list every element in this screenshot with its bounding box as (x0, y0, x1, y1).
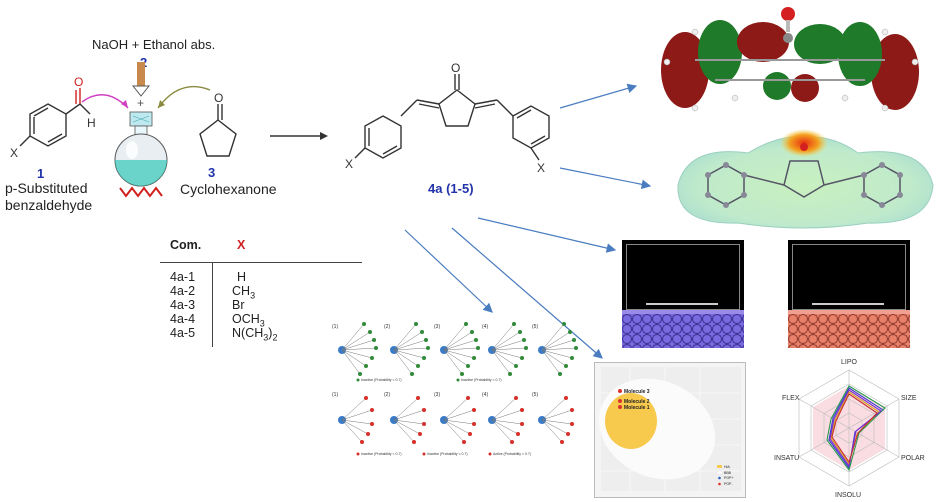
table-row: 4a-3 (170, 298, 196, 312)
reactant1-label-line2: benzaldehyde (5, 197, 93, 213)
esp-map-image (677, 129, 934, 229)
table-header-rule (160, 262, 362, 263)
arrow-to-network (404, 229, 493, 313)
radar-axis-polar: POLAR (901, 455, 925, 462)
plus-sign: + (137, 96, 144, 110)
aldehyde-oxygen: O (74, 75, 83, 89)
network-top-4 (488, 322, 528, 376)
reagent-arrow-head (131, 85, 151, 97)
arrow-to-esp (559, 167, 652, 190)
product-structure: O X X (345, 61, 550, 175)
x-substituent-left: X (10, 146, 18, 160)
ketone-oxygen: O (214, 91, 223, 105)
md-box-left (622, 240, 744, 348)
network-top-5 (538, 322, 578, 376)
panel-label-top-2: (2) (384, 324, 390, 330)
radar-axis-lipo: LIPO (841, 359, 858, 366)
reagent-arrow-shaft (137, 62, 145, 86)
table-cell-x: CH3 (232, 284, 256, 301)
network-top-3 (440, 322, 480, 376)
radar-series (831, 393, 878, 464)
table-column-rule (212, 262, 213, 347)
legend-inactive-top-1: Inactive (Probability < 0.7) (361, 378, 402, 382)
orbital-image (661, 7, 919, 112)
panel-label-top-3: (3) (434, 324, 440, 330)
radar-series (826, 385, 886, 472)
molecule-point (618, 399, 622, 403)
md-box-right (788, 240, 910, 348)
panel-label-bottom-2: (2) (384, 392, 390, 398)
network-bottom-5 (538, 396, 574, 444)
reactant3-label: Cyclohexanone (180, 181, 277, 197)
network-top-2 (390, 322, 430, 376)
legend-bbb: BBB (724, 471, 732, 475)
radar-axis-insatu: INSATU (774, 455, 799, 462)
panel-label-top-4: (4) (482, 324, 488, 330)
reaction-scheme-left: O H X + O (10, 62, 328, 198)
molecule-3-label: Molecule 3 (624, 389, 650, 395)
table-row: 4a-2 (170, 284, 196, 298)
product-x-right: X (537, 161, 545, 175)
panel-label-bottom-4: (4) (482, 392, 488, 398)
molecule-point (618, 405, 622, 409)
molecule-1-label: Molecule 1 (624, 405, 650, 411)
legend-active-bottom-1: Inactive (Probability < 0.7) (361, 452, 402, 456)
boiled-egg-plot: Molecule 3 Molecule 2 Molecule 1 HIA BBB… (594, 362, 746, 498)
table-header-com: Com. (170, 238, 202, 252)
radar-axis-size: SIZE (901, 395, 917, 402)
legend-active-bottom-3: Active (Probability > 0.7) (493, 452, 531, 456)
product-label: 4a (1-5) (428, 181, 474, 196)
molecule-point (618, 389, 622, 393)
radar-axis-insolu: INSOLU (835, 492, 861, 499)
arrow-to-homo (559, 83, 638, 109)
network-bottom-3 (440, 396, 476, 444)
reagents-text: NaOH + Ethanol abs. (92, 37, 216, 52)
legend-inactive-top-2: Inactive (Probability < 0.7) (461, 378, 502, 382)
panel-label-bottom-3: (3) (434, 392, 440, 398)
table-cell-x: N(CH3)2 (232, 326, 278, 343)
table-row: 4a-5 (170, 326, 196, 340)
legend-active-bottom-2: Inactive (Probability < 0.7) (427, 452, 468, 456)
network-panels: (1) (2) (3) (4) (5) (1) (2) (3) (4) (5) … (332, 320, 590, 470)
bioavailability-radar: LIPO SIZE POLAR INSOLU INSATU FLEX (774, 359, 925, 499)
network-graphs: (1) (2) (3) (4) (5) (1) (2) (3) (4) (5) … (332, 322, 578, 456)
product-oxygen: O (451, 61, 460, 75)
network-bottom-2 (390, 396, 426, 444)
network-top-1 (338, 322, 378, 376)
arrow-to-md (477, 217, 617, 253)
table-row: 4a-4 (170, 312, 196, 326)
legend-pgp-plus: PGP+ (724, 476, 733, 480)
table-cell-x: Br (232, 298, 245, 312)
panel-label-top-5: (5) (532, 324, 538, 330)
panel-label-bottom-5: (5) (532, 392, 538, 398)
table-header-x: X (237, 238, 246, 252)
reactant1-label-line1: p-Substituted (5, 180, 88, 196)
network-bottom-4 (488, 396, 524, 444)
radar-series (829, 389, 882, 468)
reactant3-number: 3 (208, 165, 216, 180)
panel-label-bottom-1: (1) (332, 392, 338, 398)
aldehyde-hydrogen: H (87, 116, 96, 130)
table-cell-x: H (237, 270, 247, 284)
network-bottom-1 (338, 396, 374, 444)
legend-pgp-minus: PGP- (724, 482, 733, 486)
product-x-left: X (345, 157, 353, 171)
molecule-2-label: Molecule 2 (624, 399, 650, 405)
panel-label-top-1: (1) (332, 324, 338, 330)
reactant1-number: 1 (37, 166, 45, 181)
legend-hia: HIA (724, 465, 731, 469)
arrow-to-egg (451, 227, 603, 359)
benzaldehyde-structure (19, 88, 91, 147)
table-row: 4a-1 (170, 270, 196, 284)
radar-axis-flex: FLEX (782, 395, 800, 402)
table-cell-x: OCH3 (232, 312, 265, 329)
flask-icon (114, 111, 168, 198)
cyclohexanone-structure (199, 104, 237, 157)
